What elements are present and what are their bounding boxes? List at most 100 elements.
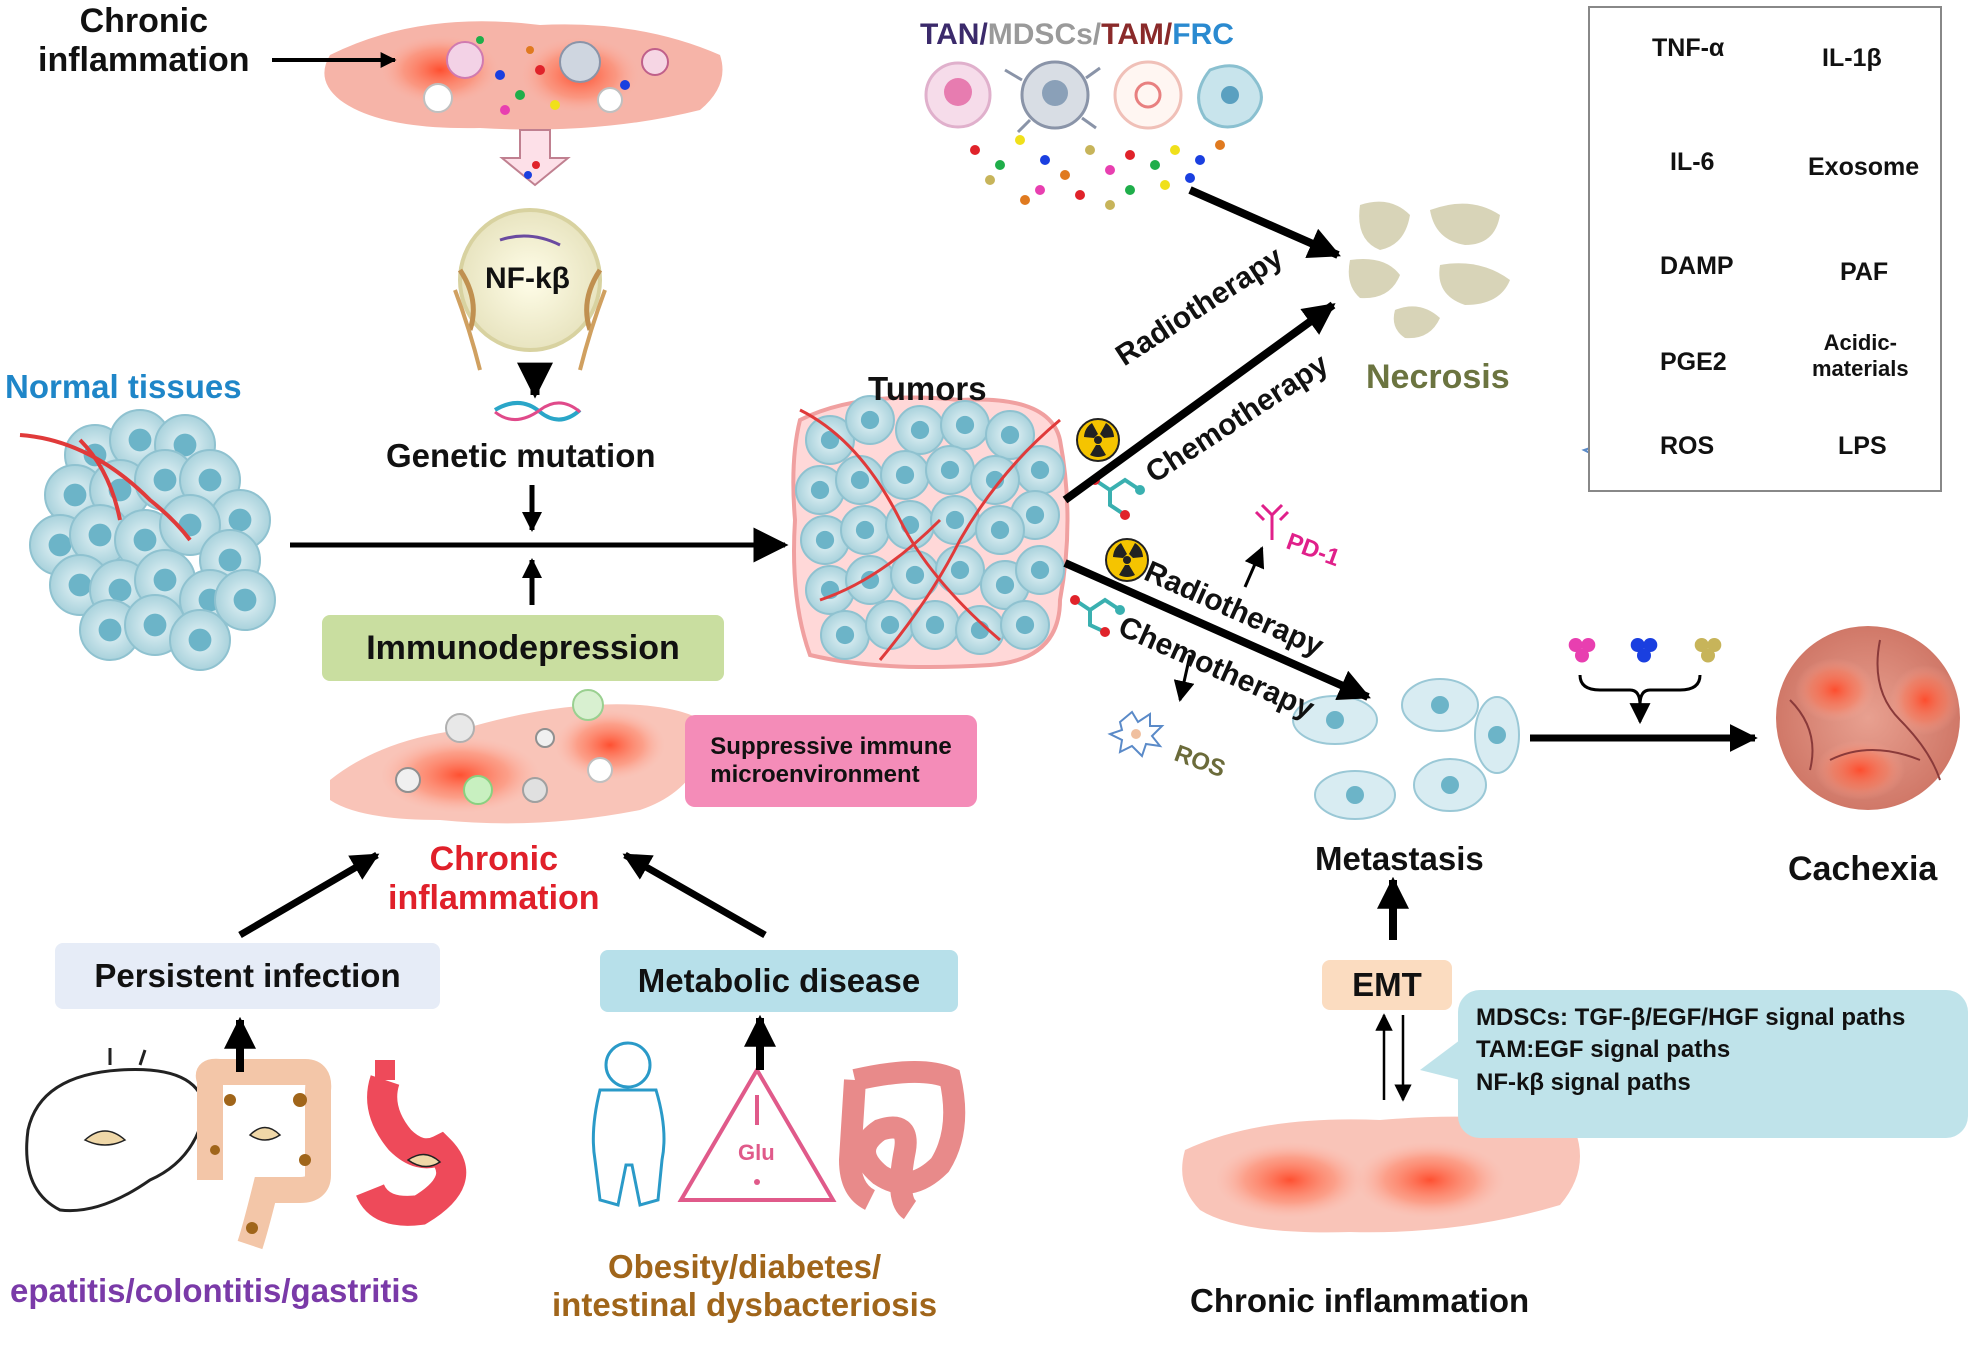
drug-molecule-upper: [1090, 475, 1145, 520]
cytokine-dot: [1105, 200, 1115, 210]
il1b-cluster: [1630, 638, 1658, 663]
metastasis-cell: [1413, 758, 1487, 812]
hollow-down-arrow: [499, 129, 571, 187]
tumor-cell: [925, 445, 975, 495]
tumor-cell: [845, 555, 895, 605]
metastasis-cell: [1292, 695, 1378, 745]
frc-label: FRC: [1172, 18, 1234, 51]
tan-label: TAN: [920, 18, 980, 51]
normal-tissues-label: Normal tissues: [5, 368, 242, 405]
cytokine-dot: [1160, 180, 1170, 190]
tumor-cell: [985, 410, 1035, 460]
blood-vessel: [19, 433, 192, 542]
slash-2: /: [1092, 18, 1102, 51]
radiation-icon-upper: [1076, 418, 1120, 462]
nfkb-label: NF-kβ: [485, 262, 570, 295]
normal-tissue-cells: [19, 409, 276, 671]
immunodepression-box: Immunodepression: [322, 615, 724, 681]
liver-icon: [25, 1048, 207, 1213]
tnf-cluster: [1568, 638, 1596, 663]
bottom-inflamed-tissue: [1182, 1116, 1580, 1233]
cachexia-tissue: [1776, 626, 1960, 810]
tumor-cell: [895, 405, 945, 455]
tumor-cell: [820, 610, 870, 660]
cachexia-label: Cachexia: [1788, 850, 1938, 888]
cytokine-dot: [995, 160, 1005, 170]
pd1-antibody-icon: [1254, 503, 1290, 540]
legend-box: TNF-α IL-1β IL-6 Exosome DAMP PAF PGE2 A…: [1588, 6, 1942, 492]
metastasis-cells: [1292, 678, 1520, 820]
cytokine-dot: [1185, 173, 1195, 183]
cytokine-dot: [1105, 165, 1115, 175]
cytokine-dot: [1075, 190, 1085, 200]
necrosis-fragments: [1348, 201, 1510, 339]
metastasis-cell: [1314, 770, 1396, 820]
metastasis-cell: [1401, 678, 1479, 732]
arrows: [224, 52, 1758, 1102]
signal-paths-callout: MDSCs: TGF-β/EGF/HGF signal paths TAM:EG…: [1458, 990, 1968, 1138]
tam-label: TAM: [1101, 18, 1164, 51]
legend-item-ros: ROS: [1660, 432, 1715, 460]
emt-box: EMT: [1322, 960, 1452, 1010]
suppressive-immune-box: Suppressive immune microenvironment: [685, 715, 977, 807]
tumor-cell: [970, 455, 1020, 505]
cytokine-dot: [1085, 145, 1095, 155]
normal-cell: [169, 609, 231, 671]
radiation-icon-lower: [1105, 538, 1149, 582]
legend-item-damp: DAMP: [1660, 252, 1734, 280]
nfkb-nucleus: [453, 208, 607, 371]
normal-cell: [214, 569, 276, 631]
legend-item-pge2: PGE2: [1660, 348, 1727, 376]
glucose-triangle: [677, 1066, 837, 1202]
cytokine-dot: [1215, 140, 1225, 150]
metabolic-disease-box: Metabolic disease: [600, 950, 958, 1012]
tumor-cell: [935, 545, 985, 595]
drug-molecule-lower: [1070, 595, 1125, 637]
cytokine-dot: [1015, 135, 1025, 145]
cytokine-dot: [1060, 170, 1070, 180]
tumor-cell: [865, 600, 915, 650]
metabolic-examples-label: Obesity/diabetes/ intestinal dysbacterio…: [552, 1248, 938, 1323]
persistent-infection-box: Persistent infection: [55, 943, 440, 1009]
tumor-cell: [805, 415, 855, 465]
immune-cell-types-label: TAN/MDSCs/TAM/FRC: [920, 18, 1234, 53]
tumor-cell: [840, 505, 890, 555]
legend-item-paf: PAF: [1840, 258, 1889, 286]
legend-item-il1b: IL-1β: [1822, 44, 1882, 72]
slash-1: /: [979, 18, 988, 51]
necrosis-label: Necrosis: [1366, 358, 1510, 396]
cytokine-dot: [1150, 160, 1160, 170]
chronic-inflammation-bottom-label: Chronic inflammation: [1190, 1282, 1530, 1319]
cytokine-dot: [1035, 185, 1045, 195]
mdscs-label: MDSCs: [987, 18, 1093, 51]
tumor-cell: [1000, 600, 1050, 650]
chronic-inflammation-mid-label: Chronic inflammation: [388, 840, 600, 918]
legend-item-acidic: Acidic- materials: [1812, 330, 1909, 381]
callout-line-1: MDSCs: TGF-β/EGF/HGF signal paths: [1476, 1004, 1906, 1031]
legend-item-tnf: TNF-α: [1652, 34, 1725, 62]
tumor-cell: [940, 400, 990, 450]
ros-burst-icon: [1107, 710, 1165, 758]
tumor-cell: [795, 465, 845, 515]
genetic-mutation-label: Genetic mutation: [386, 437, 656, 474]
colon-icon: [195, 1058, 332, 1250]
immune-cell-row: [924, 60, 1263, 134]
obese-person-icon: [591, 1041, 666, 1207]
intestine-icon: [838, 1061, 966, 1220]
cytokine-dot: [1195, 155, 1205, 165]
legend-item-exosome: Exosome: [1808, 153, 1920, 181]
tumor-cell: [955, 605, 1005, 655]
cytokine-dot: [1040, 155, 1050, 165]
tumor-cell: [975, 505, 1025, 555]
cachexia-cytokines: [1568, 638, 1722, 663]
dna-helix-icon: [493, 401, 582, 422]
cytokine-dot: [1125, 150, 1135, 160]
slash-3: /: [1163, 18, 1173, 51]
il6-cluster: [1694, 638, 1722, 663]
metastasis-label: Metastasis: [1315, 840, 1484, 877]
top-inflamed-tissue: [324, 21, 723, 130]
callout-line-3: NF-kβ signal paths: [1476, 1068, 1691, 1096]
cytokine-dot: [985, 175, 995, 185]
